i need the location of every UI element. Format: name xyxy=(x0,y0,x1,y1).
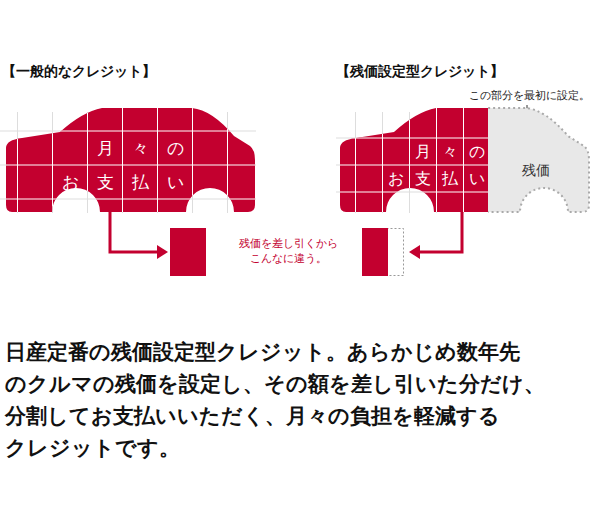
grid-line xyxy=(2,199,258,200)
grid-line xyxy=(336,165,488,166)
node-text: 月々の お支払い xyxy=(388,138,496,192)
arrow-line xyxy=(419,212,462,252)
grid-line xyxy=(2,165,258,166)
grid-line xyxy=(409,100,410,214)
payment-block xyxy=(170,228,206,276)
grid-line xyxy=(87,100,88,214)
node-text: 残価 xyxy=(488,160,584,180)
payment-block xyxy=(362,228,388,276)
arrow-head xyxy=(409,245,420,259)
grid-line xyxy=(382,100,383,214)
grid-line xyxy=(17,100,18,214)
grid-line xyxy=(336,138,488,139)
grid-line xyxy=(52,100,53,214)
car-body xyxy=(6,108,255,212)
car-body xyxy=(340,108,488,212)
residual-value-area: 残価 xyxy=(488,100,592,214)
car-rear-outline xyxy=(488,108,589,212)
car-monthly-payment: 月々の お支払い xyxy=(336,100,488,214)
section-heading: 【残価設定型クレジット】 xyxy=(336,62,504,80)
grid-line xyxy=(336,192,488,193)
callout-note: この部分を最初に設定。 xyxy=(469,89,590,103)
grid-line xyxy=(227,100,228,214)
arrow-line xyxy=(110,212,158,252)
residual-outline xyxy=(363,229,404,276)
grid-line xyxy=(336,192,488,193)
arrow-head xyxy=(157,245,168,259)
grid-line xyxy=(336,138,488,139)
grid-line xyxy=(2,131,258,132)
comparison-note: 残価を差し引くから こんなに違う。 xyxy=(226,236,350,266)
node-text: 月々の お支払い xyxy=(62,131,202,199)
node-shape xyxy=(488,100,592,214)
grid-line xyxy=(355,100,356,214)
grid-line xyxy=(336,165,488,166)
car-monthly-payment: 月々の お支払い xyxy=(2,100,258,214)
section-heading: 【一般的なクレジット】 xyxy=(2,62,156,80)
description-paragraph: 日産定番の残価設定型クレジット。あらかじめ数年先 のクルマの残価を設定し、その額… xyxy=(5,336,590,464)
